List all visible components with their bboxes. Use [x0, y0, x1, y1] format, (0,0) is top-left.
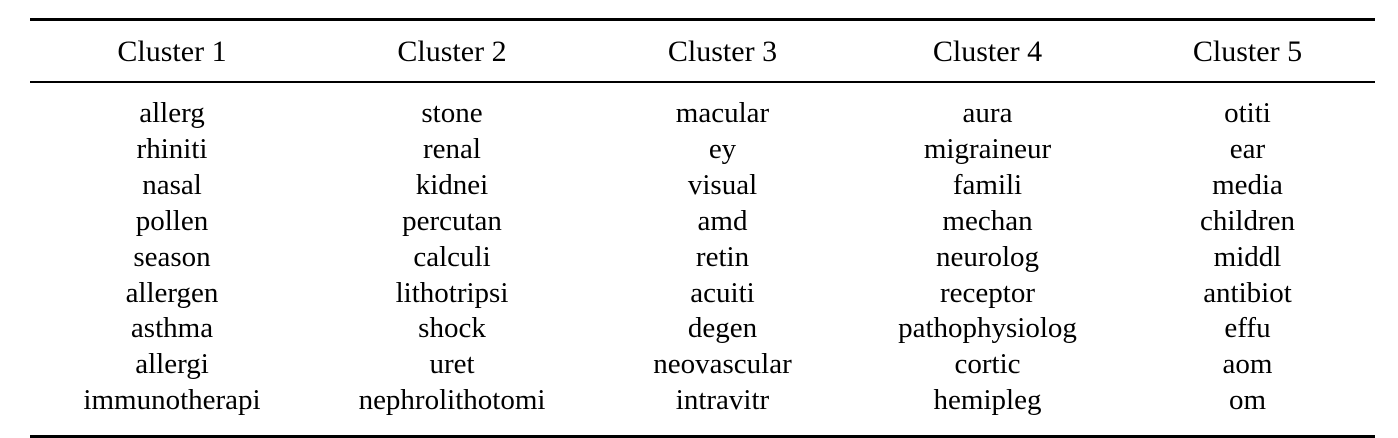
cell-term: renal	[423, 132, 481, 165]
cell-term: allerg	[139, 97, 205, 129]
cell-term: media	[1212, 168, 1283, 201]
cell-term: famili	[952, 168, 1023, 201]
header-row: Cluster 1 Cluster 2 Cluster 3 Cluster 4 …	[30, 19, 1375, 82]
table-row: season calculi retin neurolog middl	[30, 240, 1375, 276]
table-row: allerg stone macular aura otiti	[30, 82, 1375, 132]
cell-term: calculi	[413, 240, 491, 273]
cell-term: retin	[695, 240, 750, 273]
table-row: nasal kidnei visual famili media	[30, 168, 1375, 204]
table-header: Cluster 1 Cluster 2 Cluster 3 Cluster 4 …	[30, 19, 1375, 82]
cell-term: uret	[429, 348, 475, 381]
cell-term: nasal	[142, 168, 202, 201]
cell-term: allergen	[125, 276, 219, 309]
cell-term: percutan	[402, 204, 502, 237]
cell-term: shock	[418, 312, 486, 345]
cell-term: cortic	[954, 348, 1021, 381]
cluster-terms-table: Cluster 1 Cluster 2 Cluster 3 Cluster 4 …	[30, 18, 1375, 438]
column-header-cluster-5: Cluster 5	[1192, 35, 1303, 68]
table-row: asthma shock degen pathophysiolog effu	[30, 311, 1375, 347]
column-header-cluster-4: Cluster 4	[932, 35, 1043, 68]
cell-term: ey	[708, 132, 737, 165]
cell-term: antibiot	[1203, 276, 1292, 309]
column-header-cluster-3: Cluster 3	[667, 35, 778, 68]
cell-term: ear	[1229, 132, 1266, 165]
cell-term: hemipleg	[933, 384, 1042, 417]
cell-term: neurolog	[935, 240, 1040, 273]
column-header-cluster-1: Cluster 1	[117, 35, 227, 68]
table-row: allergi uret neovascular cortic aom	[30, 347, 1375, 383]
cell-term: nephrolithotomi	[358, 384, 546, 417]
cell-term: pollen	[135, 204, 209, 237]
cell-term: allergi	[135, 348, 209, 381]
table-row: pollen percutan amd mechan children	[30, 204, 1375, 240]
cell-term: middl	[1213, 240, 1282, 273]
cell-term: rhiniti	[136, 132, 208, 165]
cell-term: acuiti	[690, 276, 755, 309]
cell-term: otiti	[1224, 97, 1271, 129]
cell-term: receptor	[940, 276, 1035, 309]
cluster-table-container: Cluster 1 Cluster 2 Cluster 3 Cluster 4 …	[30, 18, 1375, 438]
table-row: immunotherapi nephrolithotomi intravitr …	[30, 383, 1375, 437]
table-row: allergen lithotripsi acuiti receptor ant…	[30, 276, 1375, 312]
cell-term: children	[1199, 204, 1295, 237]
cell-term: aura	[962, 97, 1013, 129]
cell-term: intravitr	[675, 384, 770, 417]
cell-term: macular	[675, 97, 770, 129]
cell-term: asthma	[130, 312, 214, 345]
cell-term: migraineur	[923, 132, 1052, 165]
cell-term: effu	[1224, 312, 1271, 345]
table-row: rhiniti renal ey migraineur ear	[30, 132, 1375, 168]
cell-term: kidnei	[415, 168, 489, 201]
cell-term: stone	[421, 97, 483, 129]
cell-term: degen	[687, 312, 758, 345]
cell-term: aom	[1222, 348, 1273, 381]
cell-term: neovascular	[653, 348, 792, 381]
cell-term: immunotherapi	[83, 384, 261, 417]
table-body: allerg stone macular aura otiti rhiniti …	[30, 82, 1375, 437]
column-header-cluster-2: Cluster 2	[397, 35, 507, 68]
cell-term: pathophysiolog	[898, 312, 1077, 345]
cell-term: lithotripsi	[395, 276, 509, 309]
cell-term: season	[133, 240, 211, 273]
cell-term: visual	[687, 168, 758, 201]
cell-term: mechan	[942, 204, 1033, 237]
cell-term: amd	[697, 204, 748, 237]
cell-term: om	[1228, 384, 1267, 417]
